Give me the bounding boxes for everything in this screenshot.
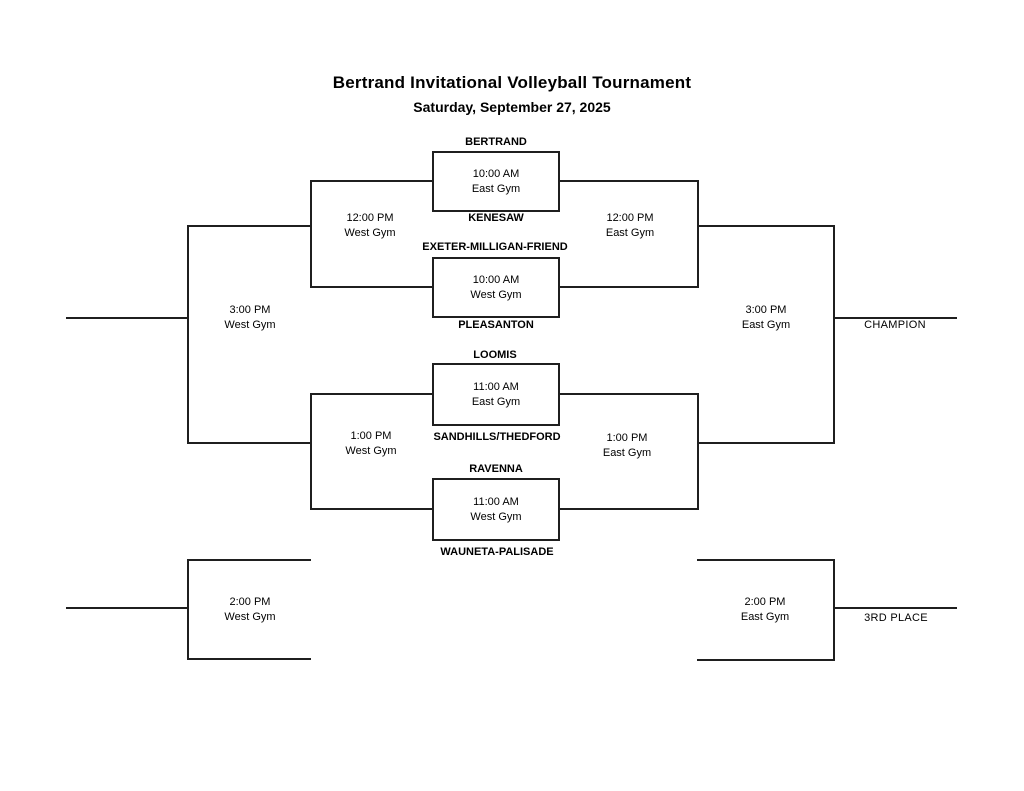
bracket-line-h [559,180,699,182]
game-gym: East Gym [605,227,655,239]
match-3-top-team: LOOMIS [473,349,517,361]
bracket-line-h [697,559,835,561]
game-time: 3:00 PM [229,304,271,316]
bracket-line-h [187,559,311,561]
match-1-top-team: BERTRAND [465,136,527,148]
match-1-gym: East Gym [471,183,521,195]
third-place-label: 3RD PLACE [864,612,928,624]
bracket-line-h [559,393,699,395]
bracket-line-h [559,508,699,510]
game-time: 1:00 PM [350,430,392,442]
bracket-line-h [833,317,957,319]
match-2-time: 10:00 AM [472,274,520,286]
match-2-gym: West Gym [470,289,522,301]
game-gym: East Gym [740,611,790,623]
bracket-line-v [833,559,835,661]
game-time: 2:00 PM [229,596,271,608]
match-4-box: 11:00 AM West Gym [432,478,560,541]
bracket-line-h [66,607,189,609]
game-gym: West Gym [224,611,276,623]
bracket-line-v [833,225,835,444]
match-2-top-team: EXETER-MILLIGAN-FRIEND [422,241,568,253]
match-3-bottom-team: SANDHILLS/THEDFORD [433,431,561,443]
bracket-line-v [697,393,699,510]
tournament-date: Saturday, September 27, 2025 [413,99,611,115]
match-4-gym: West Gym [470,511,522,523]
champion-label: CHAMPION [864,319,926,331]
game-gym: West Gym [345,445,397,457]
game-gym: West Gym [344,227,396,239]
bracket-line-h [310,180,434,182]
game-left-final: 3:00 PM West Gym [224,303,275,333]
match-1-time: 10:00 AM [472,168,520,180]
bracket-line-h [697,659,835,661]
game-right-semi-top: 12:00 PM East Gym [606,211,654,241]
game-gym: East Gym [602,447,652,459]
bracket-line-h [187,658,311,660]
bracket-line-v [310,393,312,510]
game-left-placement: 2:00 PM West Gym [224,595,275,625]
game-gym: West Gym [224,319,276,331]
game-time: 12:00 PM [346,212,394,224]
bracket-line-h [187,442,312,444]
match-3-time: 11:00 AM [473,381,519,393]
match-2-bottom-team: PLEASANTON [458,319,534,331]
bracket-line-h [559,286,699,288]
game-gym: East Gym [741,319,791,331]
bracket-line-h [66,317,189,319]
match-3-box: 11:00 AM East Gym [432,363,560,426]
tournament-title: Bertrand Invitational Volleyball Tournam… [332,73,692,92]
match-4-top-team: RAVENNA [469,463,523,475]
bracket-line-h [697,225,835,227]
bracket-line-v [187,225,189,444]
bracket-line-h [310,286,434,288]
game-time: 3:00 PM [745,304,787,316]
match-3-gym: East Gym [471,396,521,408]
game-time: 12:00 PM [606,212,654,224]
bracket-line-h [310,393,434,395]
match-1-bottom-team: KENESAW [468,212,524,224]
game-time: 2:00 PM [744,596,786,608]
match-4-bottom-team: WAUNETA-PALISADE [440,546,554,558]
match-4-time: 11:00 AM [473,496,519,508]
bracket-line-v [310,180,312,288]
game-left-semi-top: 12:00 PM West Gym [344,211,395,241]
bracket-line-h [187,225,312,227]
game-right-semi-bottom: 1:00 PM East Gym [603,431,651,461]
bracket-line-h [697,442,835,444]
game-time: 1:00 PM [606,432,648,444]
game-right-placement: 2:00 PM East Gym [741,595,789,625]
bracket-line-h [833,607,957,609]
bracket-line-v [187,559,189,660]
game-right-final: 3:00 PM East Gym [742,303,790,333]
match-1-box: 10:00 AM East Gym [432,151,560,212]
match-2-box: 10:00 AM West Gym [432,257,560,318]
bracket-line-h [310,508,434,510]
game-left-semi-bottom: 1:00 PM West Gym [345,429,396,459]
bracket-line-v [697,180,699,288]
